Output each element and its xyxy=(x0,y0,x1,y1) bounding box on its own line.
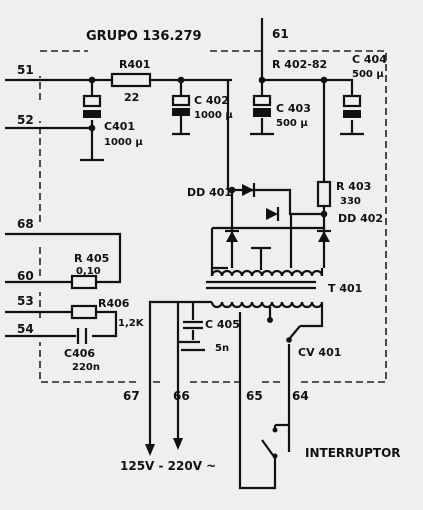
terminal-52: 52 xyxy=(17,113,34,127)
c403-name: C 403 xyxy=(276,102,311,115)
transformer-t401 xyxy=(206,268,324,323)
r401-name: R401 xyxy=(119,58,150,71)
capacitor-c404 xyxy=(342,94,362,118)
terminal-66: 66 xyxy=(173,389,190,403)
resistor-r401 xyxy=(110,72,152,88)
capacitor-c403 xyxy=(252,94,272,117)
c405-name: C 405 xyxy=(205,318,240,331)
diode-dd402 xyxy=(266,207,280,221)
c406-name: C406 xyxy=(64,347,95,360)
junction-dd401 xyxy=(228,186,236,194)
voltage-selector-cv401 xyxy=(286,325,301,343)
mains-arrows xyxy=(145,438,183,456)
junction-dd402 xyxy=(320,210,328,218)
terminal-64: 64 xyxy=(292,389,309,403)
resistor-r406 xyxy=(70,304,98,320)
c404-name: C 404 xyxy=(352,53,387,66)
group-frame xyxy=(39,50,387,383)
dd401-name: DD 401 xyxy=(187,186,232,199)
capacitor-c402 xyxy=(171,94,191,136)
c402-name: C 402 xyxy=(194,94,229,107)
junction-52 xyxy=(88,124,96,132)
r405-value: 0,10 xyxy=(76,266,101,277)
terminal-61: 61 xyxy=(272,27,289,41)
c405-value: 5n xyxy=(215,343,229,354)
terminal-60: 60 xyxy=(17,269,34,283)
junction-r403 xyxy=(320,76,328,84)
r406-value: 1,2K xyxy=(118,318,145,329)
c406-value: 220n xyxy=(72,362,100,373)
switch-label: INTERRUPTOR xyxy=(305,446,401,460)
r403-name: R 403 xyxy=(336,180,371,193)
resistor-r403 xyxy=(316,180,332,208)
diode-dd401 xyxy=(242,183,256,197)
junction-c402 xyxy=(177,76,185,84)
center-tap xyxy=(251,246,271,270)
c404-value: 500 μ xyxy=(352,69,384,80)
terminal-65: 65 xyxy=(246,389,263,403)
c402-value: 1000 μ xyxy=(194,110,233,121)
r406-name: R406 xyxy=(98,297,130,310)
primary-wires xyxy=(148,300,324,490)
capacitor-c405 xyxy=(183,320,203,330)
terminal-53: 53 xyxy=(17,294,34,308)
diode-right xyxy=(317,229,331,242)
terminal-67: 67 xyxy=(123,389,140,403)
junction-51 xyxy=(88,76,96,84)
lower-left-wires xyxy=(5,232,122,338)
c401-name: C401 xyxy=(104,120,135,133)
c403-value: 500 μ xyxy=(276,118,308,129)
t401-name: T 401 xyxy=(328,282,362,295)
mains-label: 125V - 220V ~ xyxy=(120,459,216,473)
cv401-name: CV 401 xyxy=(298,346,341,359)
terminal-54: 54 xyxy=(17,322,34,336)
switch-interruptor xyxy=(261,423,289,459)
diode-left xyxy=(225,229,239,242)
r401-value: 22 xyxy=(124,91,139,104)
capacitor-c401 xyxy=(82,94,102,118)
group-title: GRUPO 136.279 xyxy=(86,29,202,44)
resistor-r405 xyxy=(70,274,98,290)
junction-61 xyxy=(258,76,266,84)
terminal-51: 51 xyxy=(17,63,34,77)
r40282-name: R 402-82 xyxy=(272,58,327,71)
r405-name: R 405 xyxy=(74,252,109,265)
capacitor-c406 xyxy=(76,328,88,344)
dd402-name: DD 402 xyxy=(338,212,383,225)
terminal-68: 68 xyxy=(17,217,34,231)
r403-value: 330 xyxy=(340,196,361,207)
c401-value: 1000 μ xyxy=(104,137,143,148)
rectifier-wires xyxy=(210,188,326,270)
